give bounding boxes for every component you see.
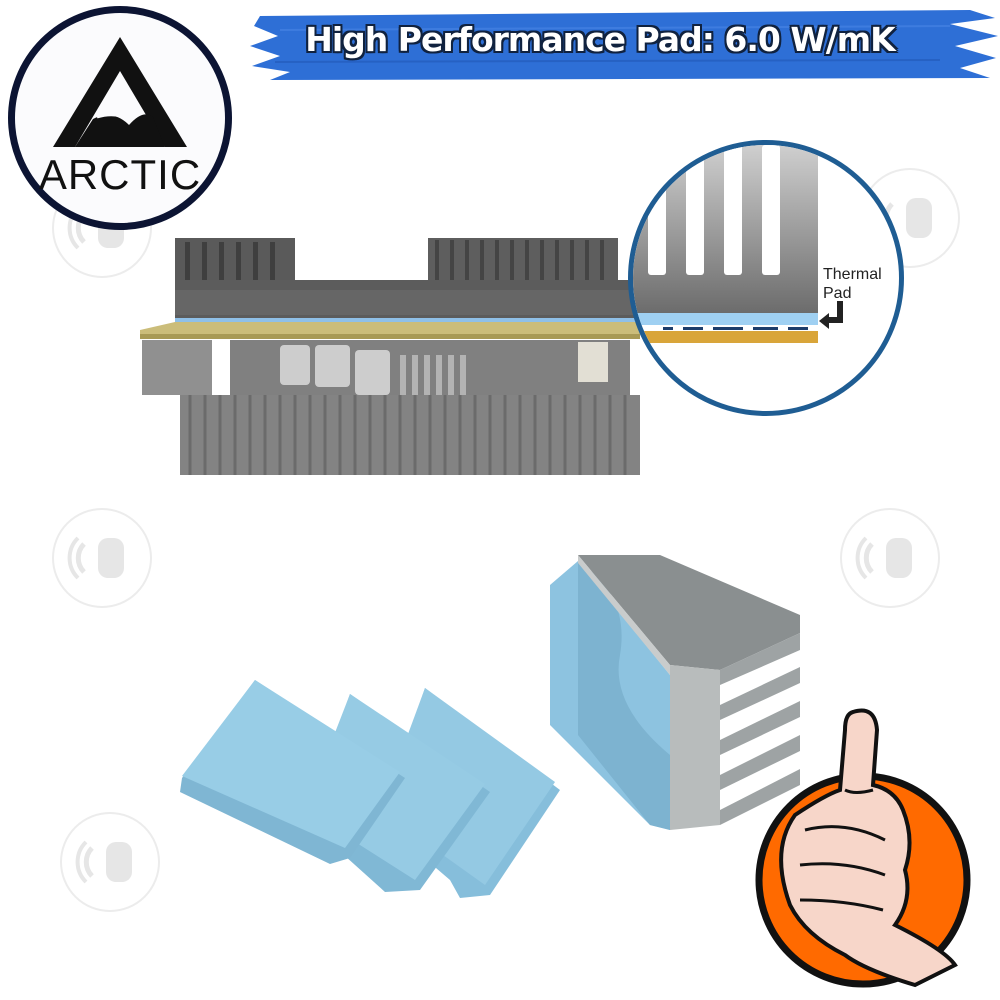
watermark-logo: [52, 508, 152, 608]
thumbs-up-icon: [755, 708, 971, 988]
cb-watermark-icon: [75, 840, 132, 884]
arctic-logo: ARCTIC: [8, 6, 232, 230]
brush-stroke-background: [250, 10, 998, 80]
cb-watermark-icon: [855, 536, 912, 580]
cb-watermark-icon: [67, 536, 124, 580]
arrow-icon: [819, 301, 843, 329]
thermal-pad-diagram: Thermal Pad: [628, 140, 904, 416]
graphics-card-heatsink-image: [130, 230, 710, 490]
label-line-1: Thermal: [823, 266, 882, 283]
watermark-logo: [60, 812, 160, 912]
thumbs-up-badge: [745, 700, 975, 990]
thermal-pads-image: [160, 680, 560, 910]
heatsink-with-pad-image: [550, 555, 810, 835]
thermal-pad-label: Thermal Pad: [823, 265, 882, 303]
label-line-2: Pad: [823, 285, 852, 302]
watermark-logo: [840, 508, 940, 608]
arctic-a-logo-icon: [53, 37, 187, 147]
brand-name: ARCTIC: [38, 151, 202, 198]
banner-title: High Performance Pad: 6.0 W/mK: [305, 20, 896, 59]
title-banner: High Performance Pad: 6.0 W/mK: [250, 6, 1000, 84]
